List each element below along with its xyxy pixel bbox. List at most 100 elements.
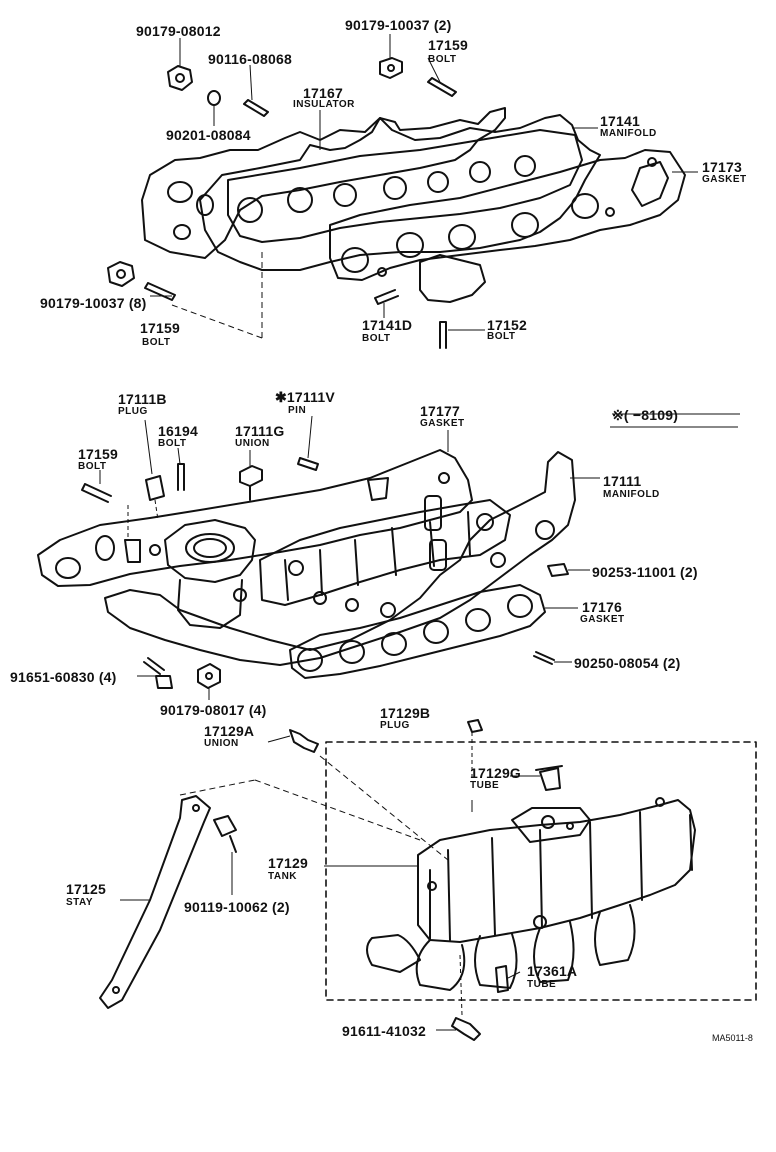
plug-17111B bbox=[145, 475, 165, 501]
manifold-port bbox=[237, 197, 263, 223]
label-17159-low: 17159 bbox=[78, 446, 118, 462]
pin-17111V bbox=[297, 457, 319, 471]
label-17129A: 17129A bbox=[204, 723, 255, 739]
label-17129B: 17129B bbox=[380, 705, 431, 721]
bolt-91651-60830 bbox=[143, 657, 173, 689]
stud-90116-08068 bbox=[243, 99, 269, 117]
label-union-17111G: UNION bbox=[235, 438, 270, 449]
gasket-port bbox=[511, 212, 539, 238]
nut-90179-10037-8 bbox=[107, 261, 135, 287]
label-union-17129A: UNION bbox=[204, 738, 239, 749]
label-bolt-16194: BOLT bbox=[158, 438, 187, 449]
manifold-port bbox=[427, 171, 449, 193]
label-plug-17129B: PLUG bbox=[380, 720, 410, 731]
label-90179-08017: 90179-08017 (4) bbox=[160, 702, 267, 718]
throttle-flange bbox=[164, 519, 256, 583]
gasket-bolt-hole bbox=[377, 267, 387, 277]
bolt-17152 bbox=[439, 321, 447, 349]
label-17141D: 17141D bbox=[362, 317, 413, 333]
stud-90250-08054 bbox=[533, 651, 555, 665]
label-17141: 17141 bbox=[600, 113, 640, 129]
insulator-17167 bbox=[141, 107, 506, 259]
label-90250-08054: 90250-08054 (2) bbox=[574, 655, 681, 671]
label-90201-08084: 90201-08084 bbox=[166, 127, 251, 143]
manifold-17141 bbox=[199, 114, 601, 271]
manifold-flange bbox=[227, 129, 583, 243]
tank-17129 bbox=[417, 799, 696, 943]
label-17361A: 17361A bbox=[527, 963, 578, 979]
label-tank-17129: TANK bbox=[268, 871, 298, 882]
tank-bracket bbox=[511, 807, 591, 843]
union-17129A bbox=[289, 729, 319, 753]
label-17177: 17177 bbox=[420, 403, 460, 419]
stay-17125 bbox=[99, 795, 211, 1009]
label-17111: 17111 bbox=[603, 473, 642, 489]
label-tube-17361A: TUBE bbox=[527, 979, 557, 990]
label-bolt-17159-top: BOLT bbox=[428, 54, 457, 65]
label-gasket-17173: GASKET bbox=[702, 174, 747, 185]
label-17159-mid: 17159 bbox=[140, 320, 180, 336]
label-17159-top: 17159 bbox=[428, 37, 468, 53]
label-bolt-17159-mid: BOLT bbox=[142, 337, 171, 348]
plug-17129B bbox=[467, 719, 483, 733]
label-manifold-17141: MANIFOLD bbox=[600, 128, 657, 139]
label-17111V: ✱17111V bbox=[275, 389, 335, 405]
label-17176: 17176 bbox=[582, 599, 622, 615]
bolt-16194 bbox=[177, 463, 185, 491]
label-17152: 17152 bbox=[487, 317, 527, 333]
manifold-runners bbox=[259, 499, 511, 606]
label-insulator: INSULATOR bbox=[293, 99, 355, 110]
union-17111G bbox=[239, 465, 263, 501]
gasket-17173 bbox=[329, 149, 686, 281]
label-90179-10037-2: 90179-10037 (2) bbox=[345, 17, 452, 33]
manifold-port bbox=[333, 183, 357, 207]
bolt-91611-41032 bbox=[451, 1017, 481, 1041]
label-91651-60830: 91651-60830 (4) bbox=[10, 669, 117, 685]
label-date-range: ※( −8109) bbox=[612, 407, 679, 423]
manifold-outlet bbox=[419, 254, 486, 303]
label-bolt-17159-low: BOLT bbox=[78, 461, 107, 472]
bolt-90119-10062 bbox=[213, 815, 237, 853]
nut-90179-08012 bbox=[167, 65, 193, 91]
label-90253-11001: 90253-11001 (2) bbox=[592, 564, 698, 580]
label-17167: 17167 bbox=[303, 85, 343, 101]
label-17125: 17125 bbox=[66, 881, 106, 897]
gasket-ear bbox=[631, 161, 669, 207]
bolt-17159-low bbox=[81, 483, 112, 503]
washer-90201-08084 bbox=[207, 90, 221, 106]
gasket-port bbox=[448, 224, 476, 250]
gasket-bolt-hole bbox=[605, 207, 615, 217]
label-plug-17111B: PLUG bbox=[118, 406, 148, 417]
label-17129G: 17129G bbox=[470, 765, 522, 781]
gasket-17177 bbox=[37, 449, 473, 587]
label-90116-08068: 90116-08068 bbox=[208, 51, 292, 67]
tank-runners bbox=[415, 904, 636, 991]
label-16194: 16194 bbox=[158, 423, 198, 439]
gasket-port bbox=[341, 247, 369, 273]
gasket-port bbox=[396, 232, 424, 258]
insulator-port bbox=[173, 224, 191, 240]
label-17129: 17129 bbox=[268, 855, 308, 871]
label-tube-17129G: TUBE bbox=[470, 780, 500, 791]
label-17111G: 17111G bbox=[235, 423, 285, 439]
label-bolt-17141D: BOLT bbox=[362, 333, 391, 344]
label-90119-10062: 90119-10062 (2) bbox=[184, 899, 290, 915]
manifold-port bbox=[287, 187, 313, 213]
label-pin-17111V: PIN bbox=[288, 405, 307, 416]
label-17173: 17173 bbox=[702, 159, 742, 175]
bolt-17159-top bbox=[427, 77, 457, 97]
gasket-port bbox=[571, 193, 599, 219]
insulator-port bbox=[196, 194, 214, 216]
nut-90179-08017 bbox=[197, 663, 221, 689]
nut-90179-10037-top bbox=[379, 57, 403, 79]
tube-17129G bbox=[535, 765, 563, 791]
label-gasket-17177: GASKET bbox=[420, 418, 465, 429]
manifold-port bbox=[514, 155, 536, 177]
label-91611-41032: 91611-41032 bbox=[342, 1023, 426, 1039]
label-17111B: 17111B bbox=[118, 391, 167, 407]
label-stay-17125: STAY bbox=[66, 897, 94, 908]
gasket-bolt-hole bbox=[647, 157, 657, 167]
bolt-17141D bbox=[374, 289, 399, 305]
label-90179-08012: 90179-08012 bbox=[136, 23, 221, 39]
